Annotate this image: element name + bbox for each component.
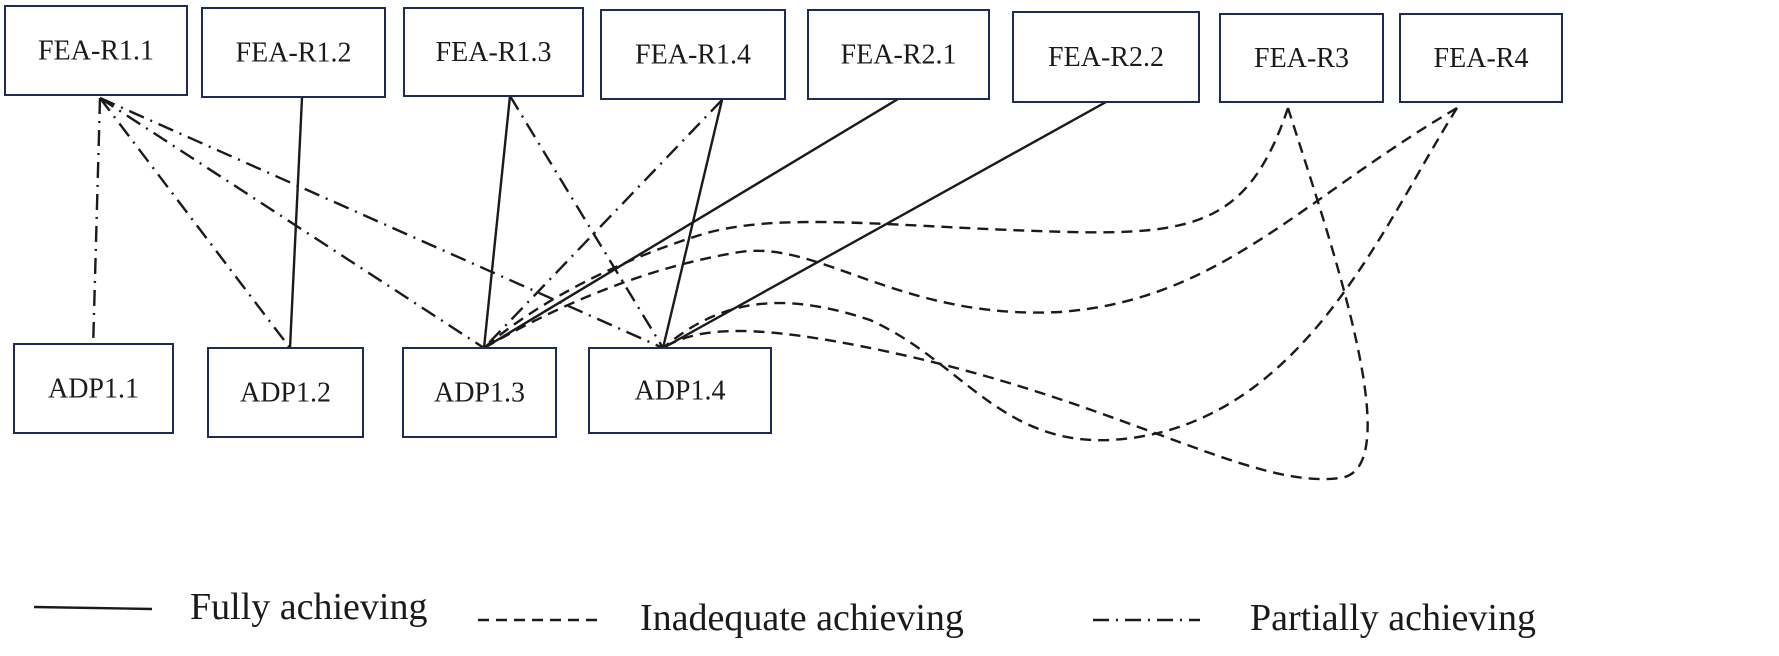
nodes-layer: FEA-R1.1 FEA-R1.2 FEA-R1.3 FEA-R1.4 FEA-R2.1…	[4, 5, 1563, 438]
node-box	[600, 9, 786, 100]
node-label: ADP1.2	[240, 378, 331, 409]
legend-label-full: Fully achieving	[190, 586, 427, 628]
node-fea-r1-1: FEA-R1.1	[4, 5, 188, 96]
edge-fea-r2-2-to-adp1-4	[662, 100, 1107, 350]
node-label: FEA-R2.2	[1048, 42, 1164, 73]
edge-fea-r1-3-to-adp1-3	[482, 95, 512, 349]
edge-fea-r1-1-to-adp1-3	[99, 96, 485, 350]
edge-fea-r3-to-adp1-4	[662, 107, 1369, 481]
node-fea-r1-3: FEA-R1.3	[403, 7, 584, 97]
node-label: FEA-R1.3	[436, 37, 552, 68]
edge-fea-r1-1-to-adp1-4	[99, 96, 664, 350]
edge-fea-r1-4-to-adp1-4	[661, 99, 724, 349]
legend: Fully achieving Inadequate achieving Par…	[33, 586, 1536, 639]
node-box	[1399, 13, 1563, 103]
node-label: FEA-R1.1	[38, 36, 154, 67]
node-label: ADP1.3	[434, 378, 525, 409]
edge-fea-r2-1-to-adp1-3	[483, 97, 899, 350]
node-box	[201, 7, 386, 98]
node-box	[4, 5, 188, 96]
edge-fea-r3-to-adp1-3	[483, 107, 1290, 349]
node-label: ADP1.1	[48, 374, 139, 405]
node-box	[1219, 13, 1384, 103]
node-label: FEA-R1.2	[236, 38, 352, 69]
node-label: FEA-R1.4	[635, 40, 751, 71]
edge-fea-r1-1-to-adp1-2	[99, 97, 291, 349]
node-label: FEA-R2.1	[841, 40, 957, 71]
node-fea-r4: FEA-R4	[1399, 13, 1563, 103]
node-box	[807, 9, 990, 100]
node-box	[207, 347, 364, 438]
node-label: FEA-R4	[1434, 43, 1529, 74]
edge-fea-r4-to-adp1-4	[662, 107, 1459, 442]
edge-fea-r1-3-to-adp1-4	[508, 95, 665, 349]
node-box	[588, 347, 772, 434]
node-adp1-4: ADP1.4	[588, 347, 772, 434]
node-adp1-1: ADP1.1	[13, 343, 174, 434]
node-box	[13, 343, 174, 434]
node-fea-r1-4: FEA-R1.4	[600, 9, 786, 100]
node-fea-r1-2: FEA-R1.2	[201, 7, 386, 98]
edges-layer	[91, 95, 1459, 481]
legend-swatch-full	[33, 605, 153, 611]
edge-fea-r1-1-to-adp1-1	[91, 97, 102, 351]
node-adp1-3: ADP1.3	[402, 347, 557, 438]
node-box	[1012, 11, 1200, 103]
node-box	[403, 7, 584, 97]
node-fea-r3: FEA-R3	[1219, 13, 1384, 103]
edge-fea-r4-to-adp1-3	[483, 106, 1458, 350]
node-fea-r2-1: FEA-R2.1	[807, 9, 990, 100]
node-box	[402, 347, 557, 438]
node-label: FEA-R3	[1254, 43, 1349, 74]
node-fea-r2-2: FEA-R2.2	[1012, 11, 1200, 103]
edge-fea-r1-4-to-adp1-3	[483, 99, 723, 349]
legend-label-inadequate: Inadequate achieving	[640, 597, 964, 639]
legend-label-partial: Partially achieving	[1250, 597, 1536, 639]
edge-fea-r1-2-to-adp1-2	[288, 97, 304, 349]
node-adp1-2: ADP1.2	[207, 347, 364, 438]
node-label: ADP1.4	[634, 376, 725, 407]
